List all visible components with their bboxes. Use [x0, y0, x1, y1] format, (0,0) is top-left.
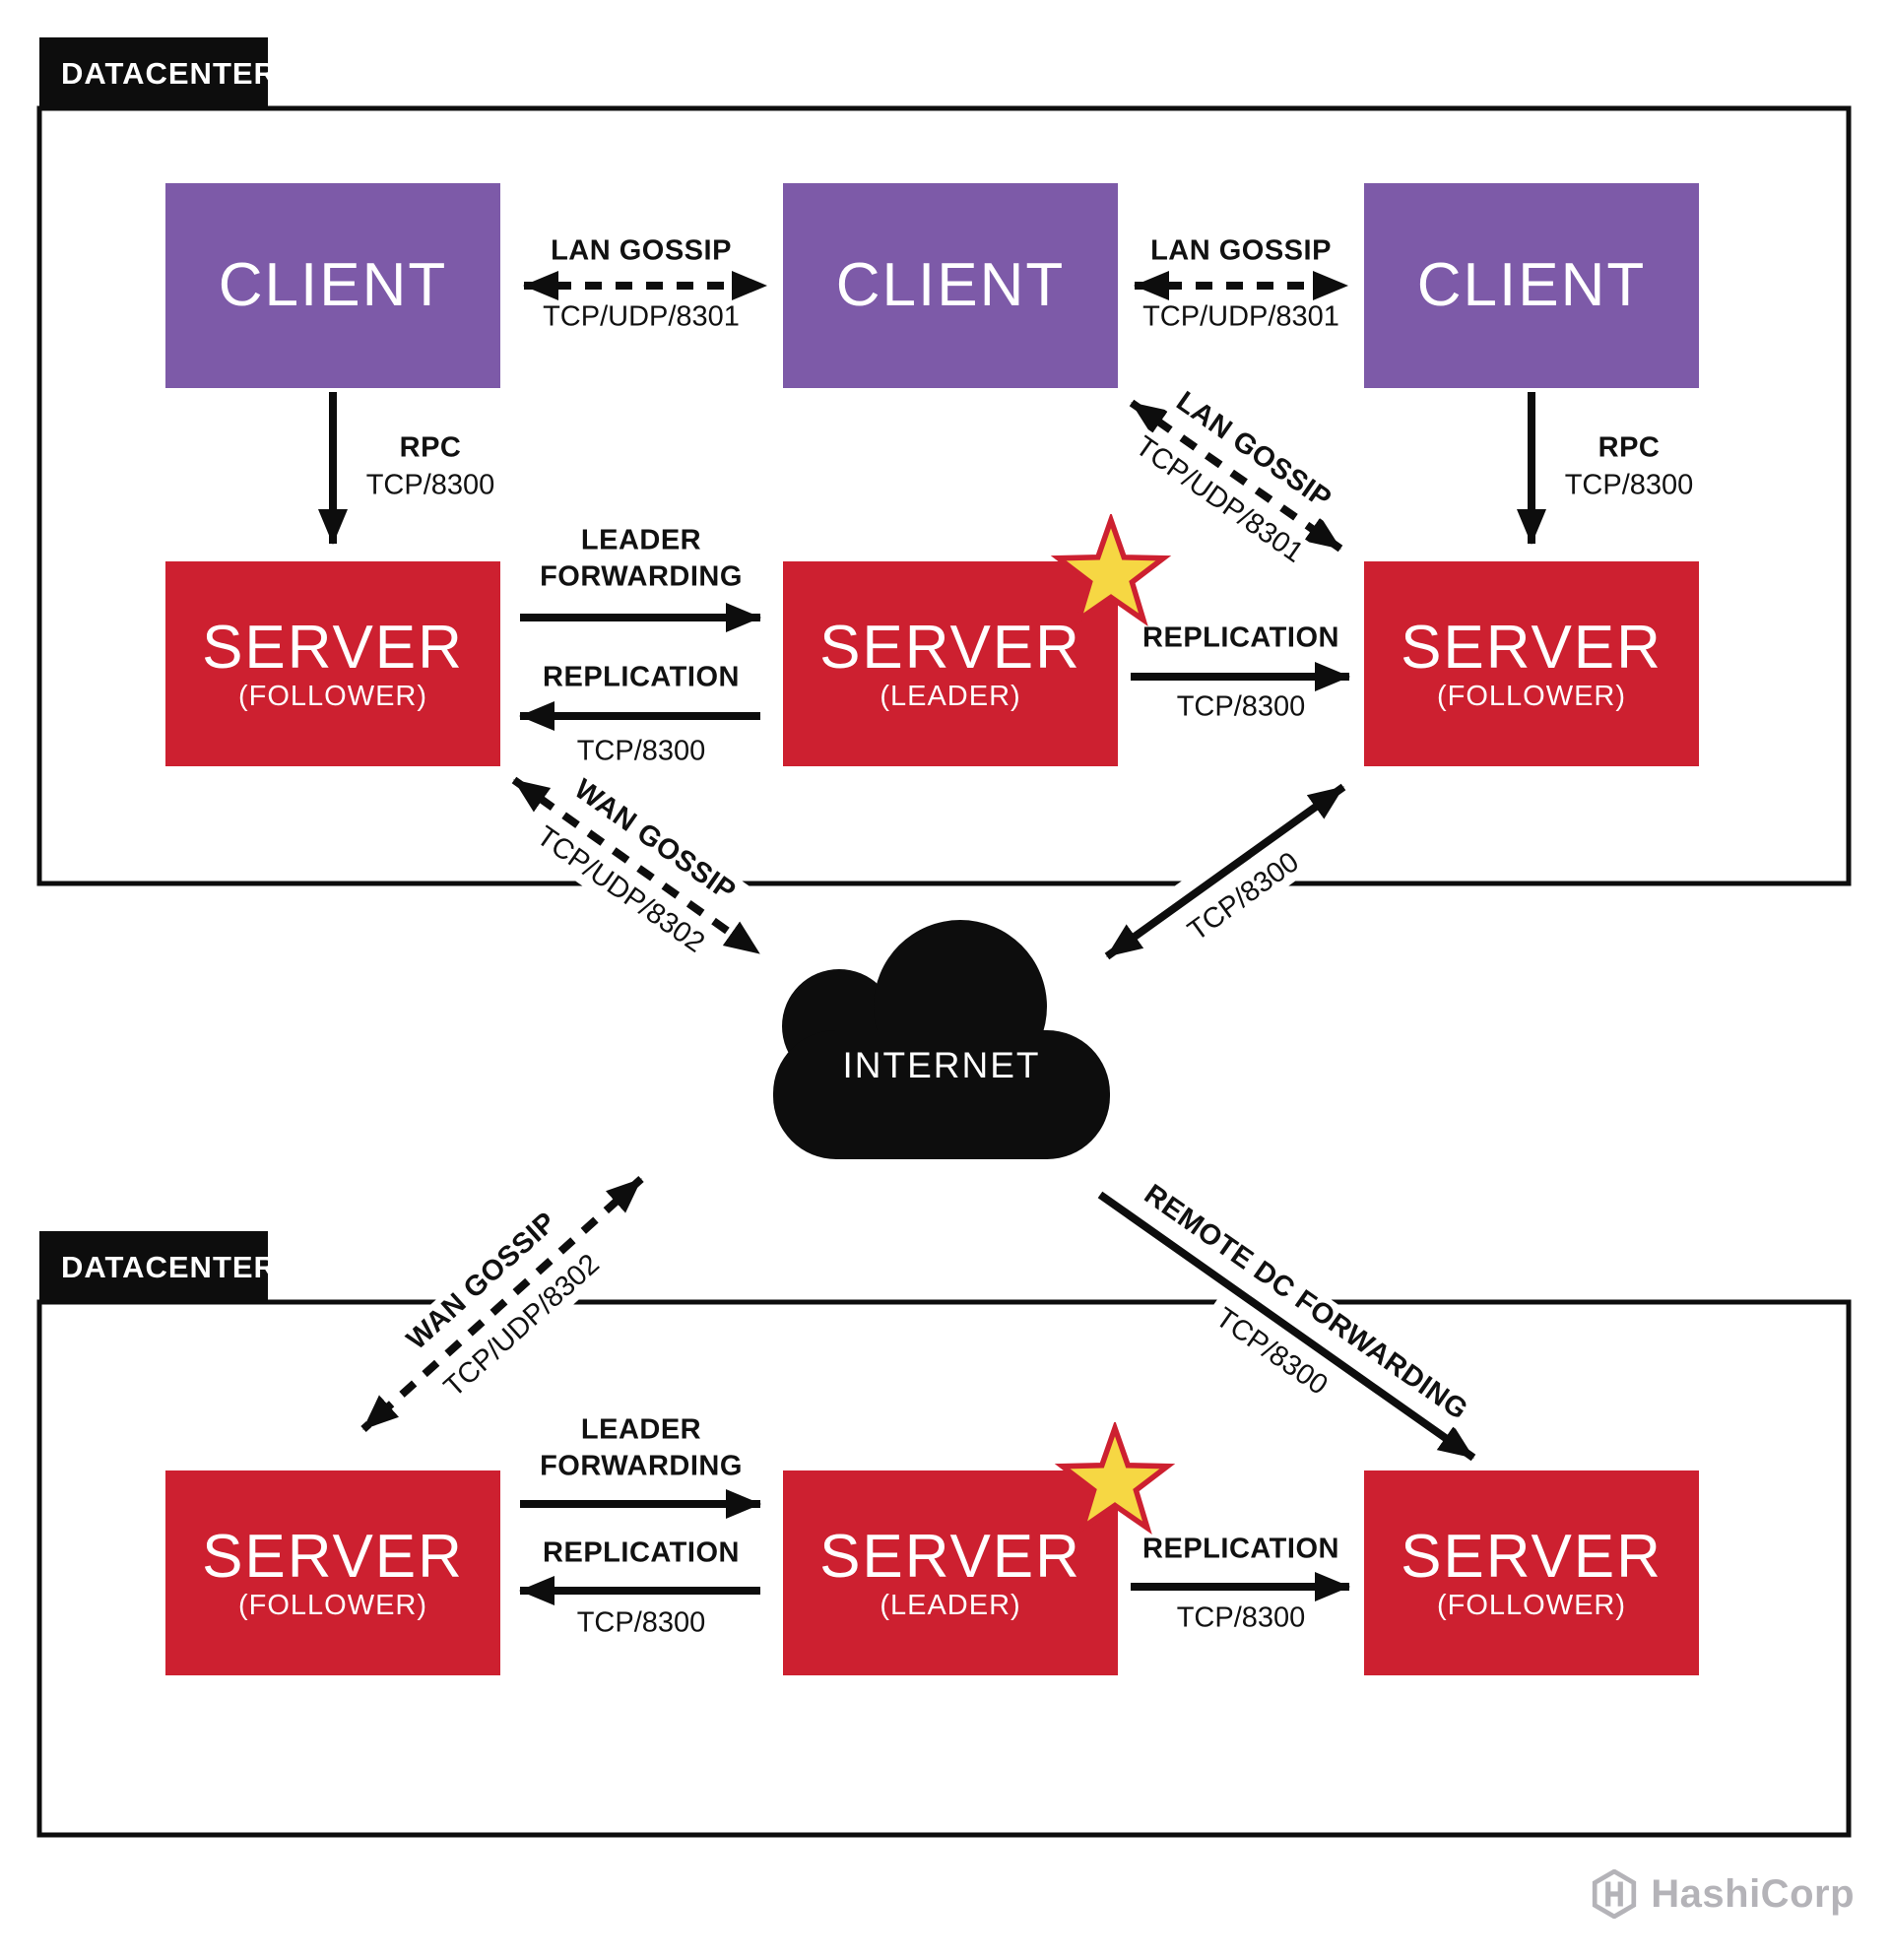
client-box-3: CLIENT	[1364, 183, 1699, 388]
replication-label-dc2-right: REPLICATION	[1142, 1533, 1339, 1565]
server-box-dc1-follower-right: SERVER (FOLLOWER)	[1364, 561, 1699, 766]
replication-label-dc1-left: REPLICATION	[543, 661, 740, 693]
rpc-port-right: TCP/8300	[1564, 469, 1694, 501]
replication-label-dc2-left: REPLICATION	[543, 1536, 740, 1569]
lan-gossip-label-2: LAN GOSSIP	[1150, 234, 1332, 267]
client-box-1: CLIENT	[165, 183, 500, 388]
hashicorp-logo: HashiCorp	[1590, 1869, 1855, 1919]
server-role: (FOLLOWER)	[237, 680, 428, 712]
datacenter2-label: DATACENTER 2	[61, 1250, 304, 1284]
server-label: SERVER	[202, 613, 464, 682]
rpc-label-left: RPC	[399, 431, 462, 464]
lan-gossip-label-1: LAN GOSSIP	[551, 234, 732, 267]
server-box-dc2-follower-left: SERVER (FOLLOWER)	[165, 1470, 500, 1675]
server-box-dc2-leader: SERVER (LEADER)	[783, 1470, 1118, 1675]
replication-label-dc1-right: REPLICATION	[1142, 621, 1339, 654]
leader-star-icon-dc1	[1050, 514, 1172, 627]
lan-gossip-arrow-diagonal	[1129, 399, 1343, 553]
lan-gossip-port-1: TCP/UDP/8301	[543, 300, 740, 333]
server-role: (LEADER)	[880, 680, 1021, 712]
server-role: (FOLLOWER)	[1436, 1589, 1627, 1621]
replication-port-dc1-right: TCP/8300	[1176, 690, 1306, 723]
leader-forwarding-label-dc2-line1: LEADER	[580, 1413, 702, 1446]
server-box-dc2-follower-right: SERVER (FOLLOWER)	[1364, 1470, 1699, 1675]
server-role: (FOLLOWER)	[237, 1589, 428, 1621]
rpc-port-left: TCP/8300	[365, 469, 495, 501]
remote-dc-forwarding-arrow	[1097, 1191, 1476, 1462]
internet-tcp8300-arrow	[1104, 783, 1346, 960]
server-label: SERVER	[819, 613, 1081, 682]
replication-port-dc2-left: TCP/8300	[576, 1606, 706, 1639]
server-label: SERVER	[1401, 613, 1663, 682]
leader-forwarding-label-dc1-line2: FORWARDING	[540, 560, 743, 593]
wan-gossip-arrow-dc2	[360, 1176, 644, 1432]
hashicorp-logo-text: HashiCorp	[1651, 1871, 1855, 1916]
server-role: (FOLLOWER)	[1436, 680, 1627, 712]
server-label: SERVER	[202, 1522, 464, 1591]
internet-cloud-icon	[773, 920, 1110, 1159]
replication-port-dc2-right: TCP/8300	[1176, 1601, 1306, 1634]
leader-forwarding-label-dc1-line1: LEADER	[580, 524, 702, 556]
client-label: CLIENT	[835, 251, 1066, 319]
client-label: CLIENT	[1416, 251, 1647, 319]
datacenter1-tab: DATACENTER 1	[39, 37, 303, 110]
server-box-dc1-leader: SERVER (LEADER)	[783, 561, 1118, 766]
server-box-dc1-follower-left: SERVER (FOLLOWER)	[165, 561, 500, 766]
leader-star-icon-dc2	[1054, 1422, 1176, 1535]
hashicorp-logo-icon	[1593, 1869, 1637, 1919]
client-box-2: CLIENT	[783, 183, 1118, 388]
server-label: SERVER	[819, 1522, 1081, 1591]
lan-gossip-port-2: TCP/UDP/8301	[1142, 300, 1339, 333]
datacenter1-label: DATACENTER 1	[61, 56, 304, 91]
internet-label: INTERNET	[842, 1045, 1041, 1085]
datacenter2-tab: DATACENTER 2	[39, 1231, 303, 1304]
rpc-label-right: RPC	[1598, 431, 1661, 464]
server-role: (LEADER)	[880, 1589, 1021, 1621]
server-label: SERVER	[1401, 1522, 1663, 1591]
replication-port-dc1-left: TCP/8300	[576, 735, 706, 767]
wan-gossip-arrow-dc1	[511, 776, 762, 957]
client-label: CLIENT	[218, 251, 448, 319]
leader-forwarding-label-dc2-line2: FORWARDING	[540, 1450, 743, 1482]
